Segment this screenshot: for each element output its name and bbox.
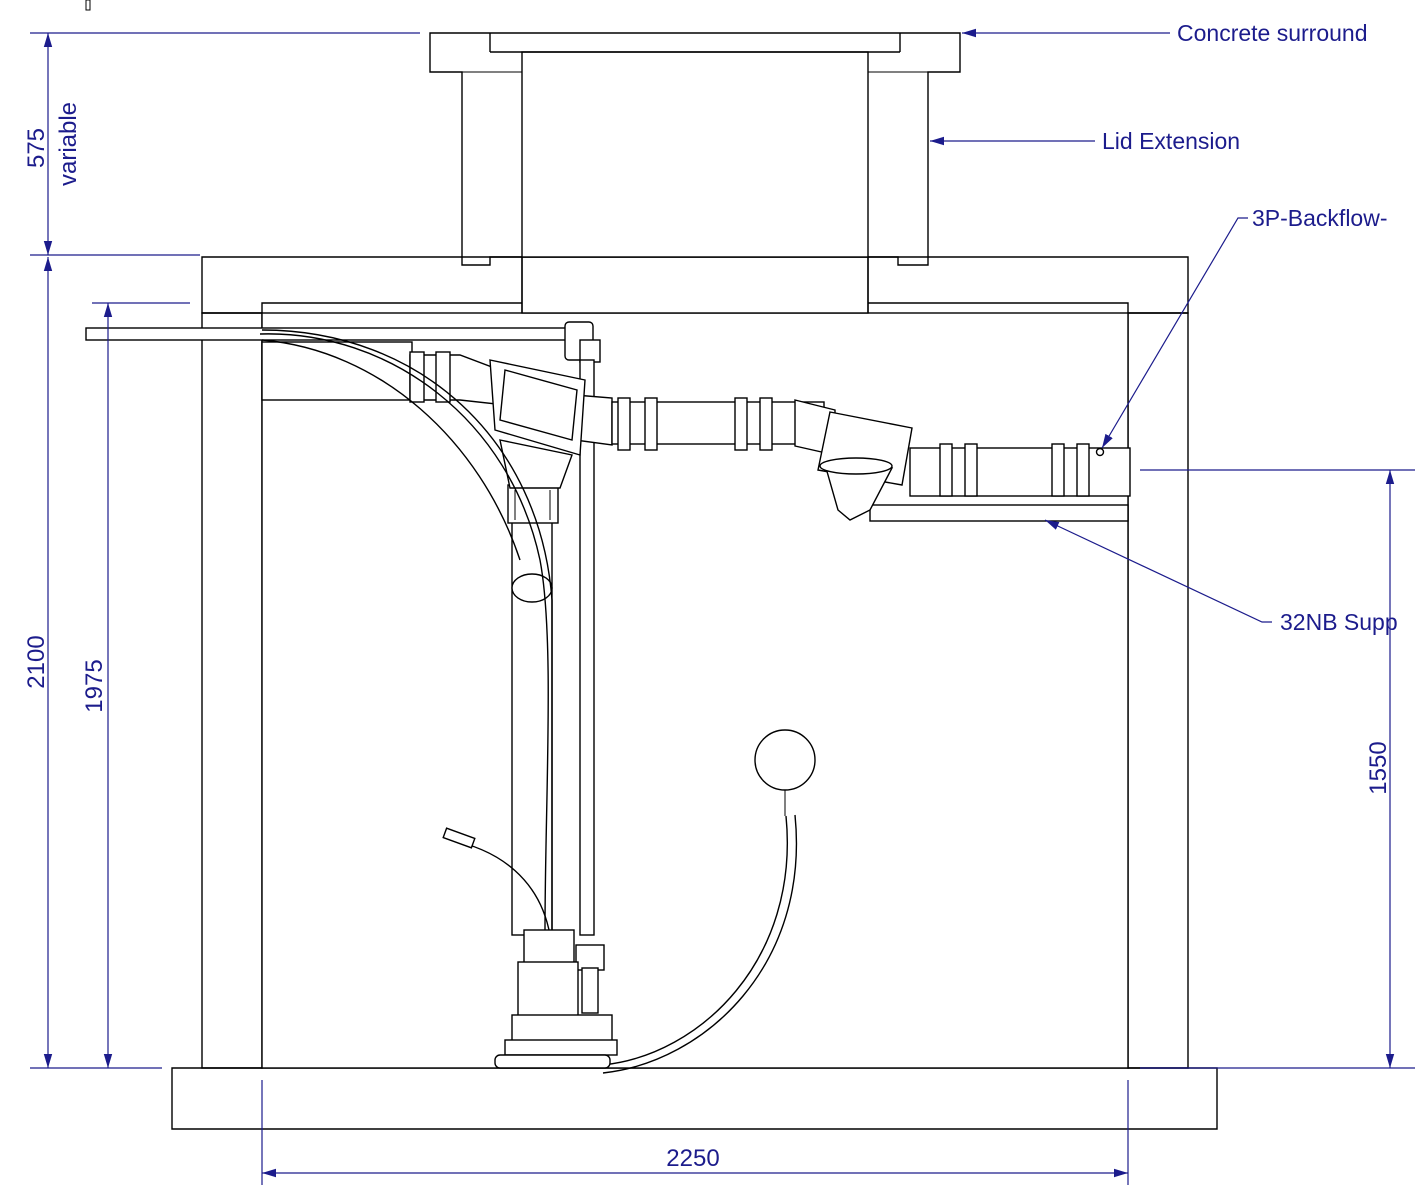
dimension-lines [30, 0, 1415, 1185]
label-concrete-surround: Concrete surround [1177, 20, 1368, 46]
dim-outlet-height: 1550 [1365, 741, 1392, 794]
dim-lid-height-note: variable [55, 102, 82, 186]
dim-inner-height: 1975 [81, 659, 108, 712]
discharge-pipework [409, 351, 1131, 522]
pipe-clamps [409, 351, 1090, 497]
lid-extension [429, 32, 961, 266]
annotation-leaders [930, 28, 1272, 623]
dim-inner-width: 2250 [666, 1145, 719, 1172]
label-backflow: 3P-Backflow- [1252, 205, 1387, 231]
label-support: 32NB Supp [1280, 609, 1398, 635]
submersible-pump [494, 929, 618, 1069]
cables [259, 329, 816, 1074]
label-lid-extension: Lid Extension [1102, 128, 1240, 154]
dim-lid-height: 575 [23, 128, 50, 168]
dim-chamber-height: 2100 [23, 635, 50, 688]
inlet-pipe [85, 321, 601, 401]
